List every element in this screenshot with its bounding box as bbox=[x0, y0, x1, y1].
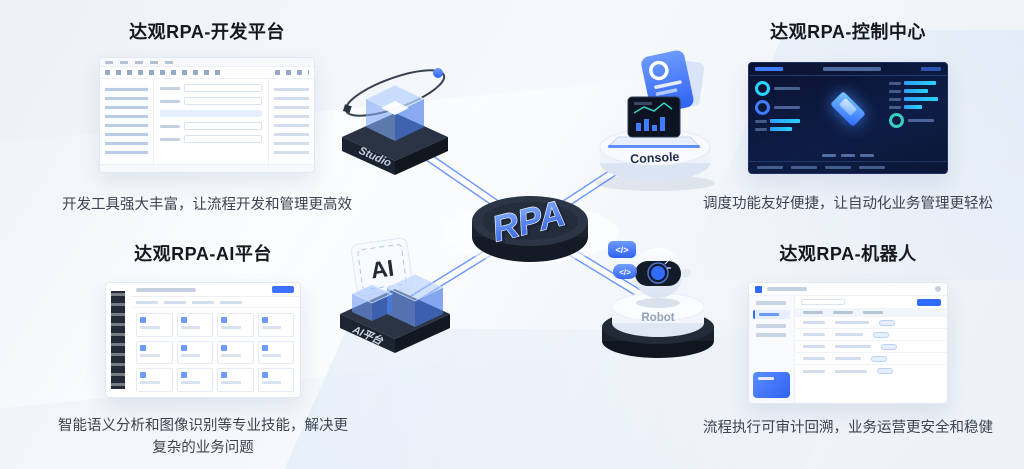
rb-body bbox=[749, 296, 947, 403]
ai-sign-label: AI bbox=[369, 255, 395, 284]
robot-node-label: Robot bbox=[641, 312, 674, 324]
dev-activity-tree bbox=[100, 79, 154, 164]
dev-statusbar bbox=[100, 164, 314, 172]
robot-ear-right bbox=[681, 268, 691, 278]
console-label: Console bbox=[630, 150, 680, 167]
control-center-title: 达观RPA-控制中心 bbox=[770, 22, 926, 42]
ctl-header bbox=[749, 63, 947, 76]
code-icon: </> bbox=[615, 245, 628, 255]
ai-platform-caption: 智能语义分析和图像识别等专业技能，解决更复杂的业务问题 bbox=[58, 418, 348, 457]
ctl-center-visual bbox=[811, 81, 885, 159]
ctl-footer-stats bbox=[749, 161, 947, 173]
dev-platform-screenshot bbox=[99, 57, 315, 173]
control-center-screenshot bbox=[748, 62, 948, 174]
section-robot: 达观RPA-机器人 bbox=[703, 240, 993, 439]
rb-logo-icon bbox=[755, 285, 762, 293]
ctl-right-bars bbox=[889, 81, 941, 159]
robot-title: 达观RPA-机器人 bbox=[779, 244, 917, 264]
ai-skill-grid bbox=[130, 308, 300, 397]
ai-platform-screenshot bbox=[105, 282, 301, 398]
robot-caption: 流程执行可审计回溯，业务运营更安全和稳健 bbox=[703, 420, 993, 436]
ctl-dashboard bbox=[749, 76, 947, 161]
center-architecture-diagram: Studio Console bbox=[340, 50, 715, 358]
section-dev-platform: 达观RPA-开发平台 开发工具强大丰富，让流程开发和管理更高效 bbox=[62, 18, 352, 216]
robot-node: Robot </> </> bbox=[602, 241, 714, 358]
rb-promo-card bbox=[753, 372, 790, 398]
dev-platform-caption: 开发工具强大丰富，让流程开发和管理更高效 bbox=[62, 197, 352, 213]
dev-menubar bbox=[100, 58, 314, 67]
code-bubble-1: </> bbox=[608, 241, 636, 258]
ai-sign: AI bbox=[351, 237, 413, 297]
dev-property-panel bbox=[268, 79, 314, 164]
donut-chart-icon bbox=[649, 60, 669, 81]
ai-main bbox=[130, 283, 300, 397]
control-center-caption: 调度功能友好便捷，让自动化业务管理更轻松 bbox=[703, 196, 993, 212]
dev-toolbar bbox=[100, 67, 314, 79]
section-ai-platform: 达观RPA-AI平台 智能语义分析和图像识别等专业技能，解决更复杂的业务问题 bbox=[58, 240, 348, 460]
dev-flow-canvas bbox=[154, 79, 268, 164]
rb-task-list bbox=[795, 296, 947, 403]
code-icon: </> bbox=[619, 268, 631, 277]
orbit-cube-icon bbox=[342, 104, 352, 114]
rb-sidebar bbox=[749, 296, 795, 403]
dev-body bbox=[100, 79, 314, 164]
ai-header bbox=[130, 283, 300, 297]
console-node: Console bbox=[595, 50, 715, 191]
ai-filter-row bbox=[130, 297, 300, 308]
rb-primary-button bbox=[917, 298, 941, 306]
robot-screenshot bbox=[748, 282, 948, 404]
ai-node: AI AI平台 bbox=[340, 237, 450, 353]
ai-sidebar bbox=[106, 283, 130, 397]
section-control-center: 达观RPA-控制中心 bbox=[703, 18, 993, 215]
code-bubble-2: </> bbox=[613, 264, 637, 279]
rpa-hub: RPA RPA bbox=[442, 191, 618, 263]
dev-platform-title: 达观RPA-开发平台 bbox=[129, 22, 285, 42]
rb-header bbox=[749, 283, 947, 296]
robot-eye-icon bbox=[651, 266, 665, 280]
orbit-sphere-icon bbox=[433, 68, 443, 78]
ai-platform-title: 达观RPA-AI平台 bbox=[134, 244, 272, 264]
ctl-left-gauges bbox=[755, 81, 807, 159]
rb-avatar bbox=[935, 286, 941, 292]
